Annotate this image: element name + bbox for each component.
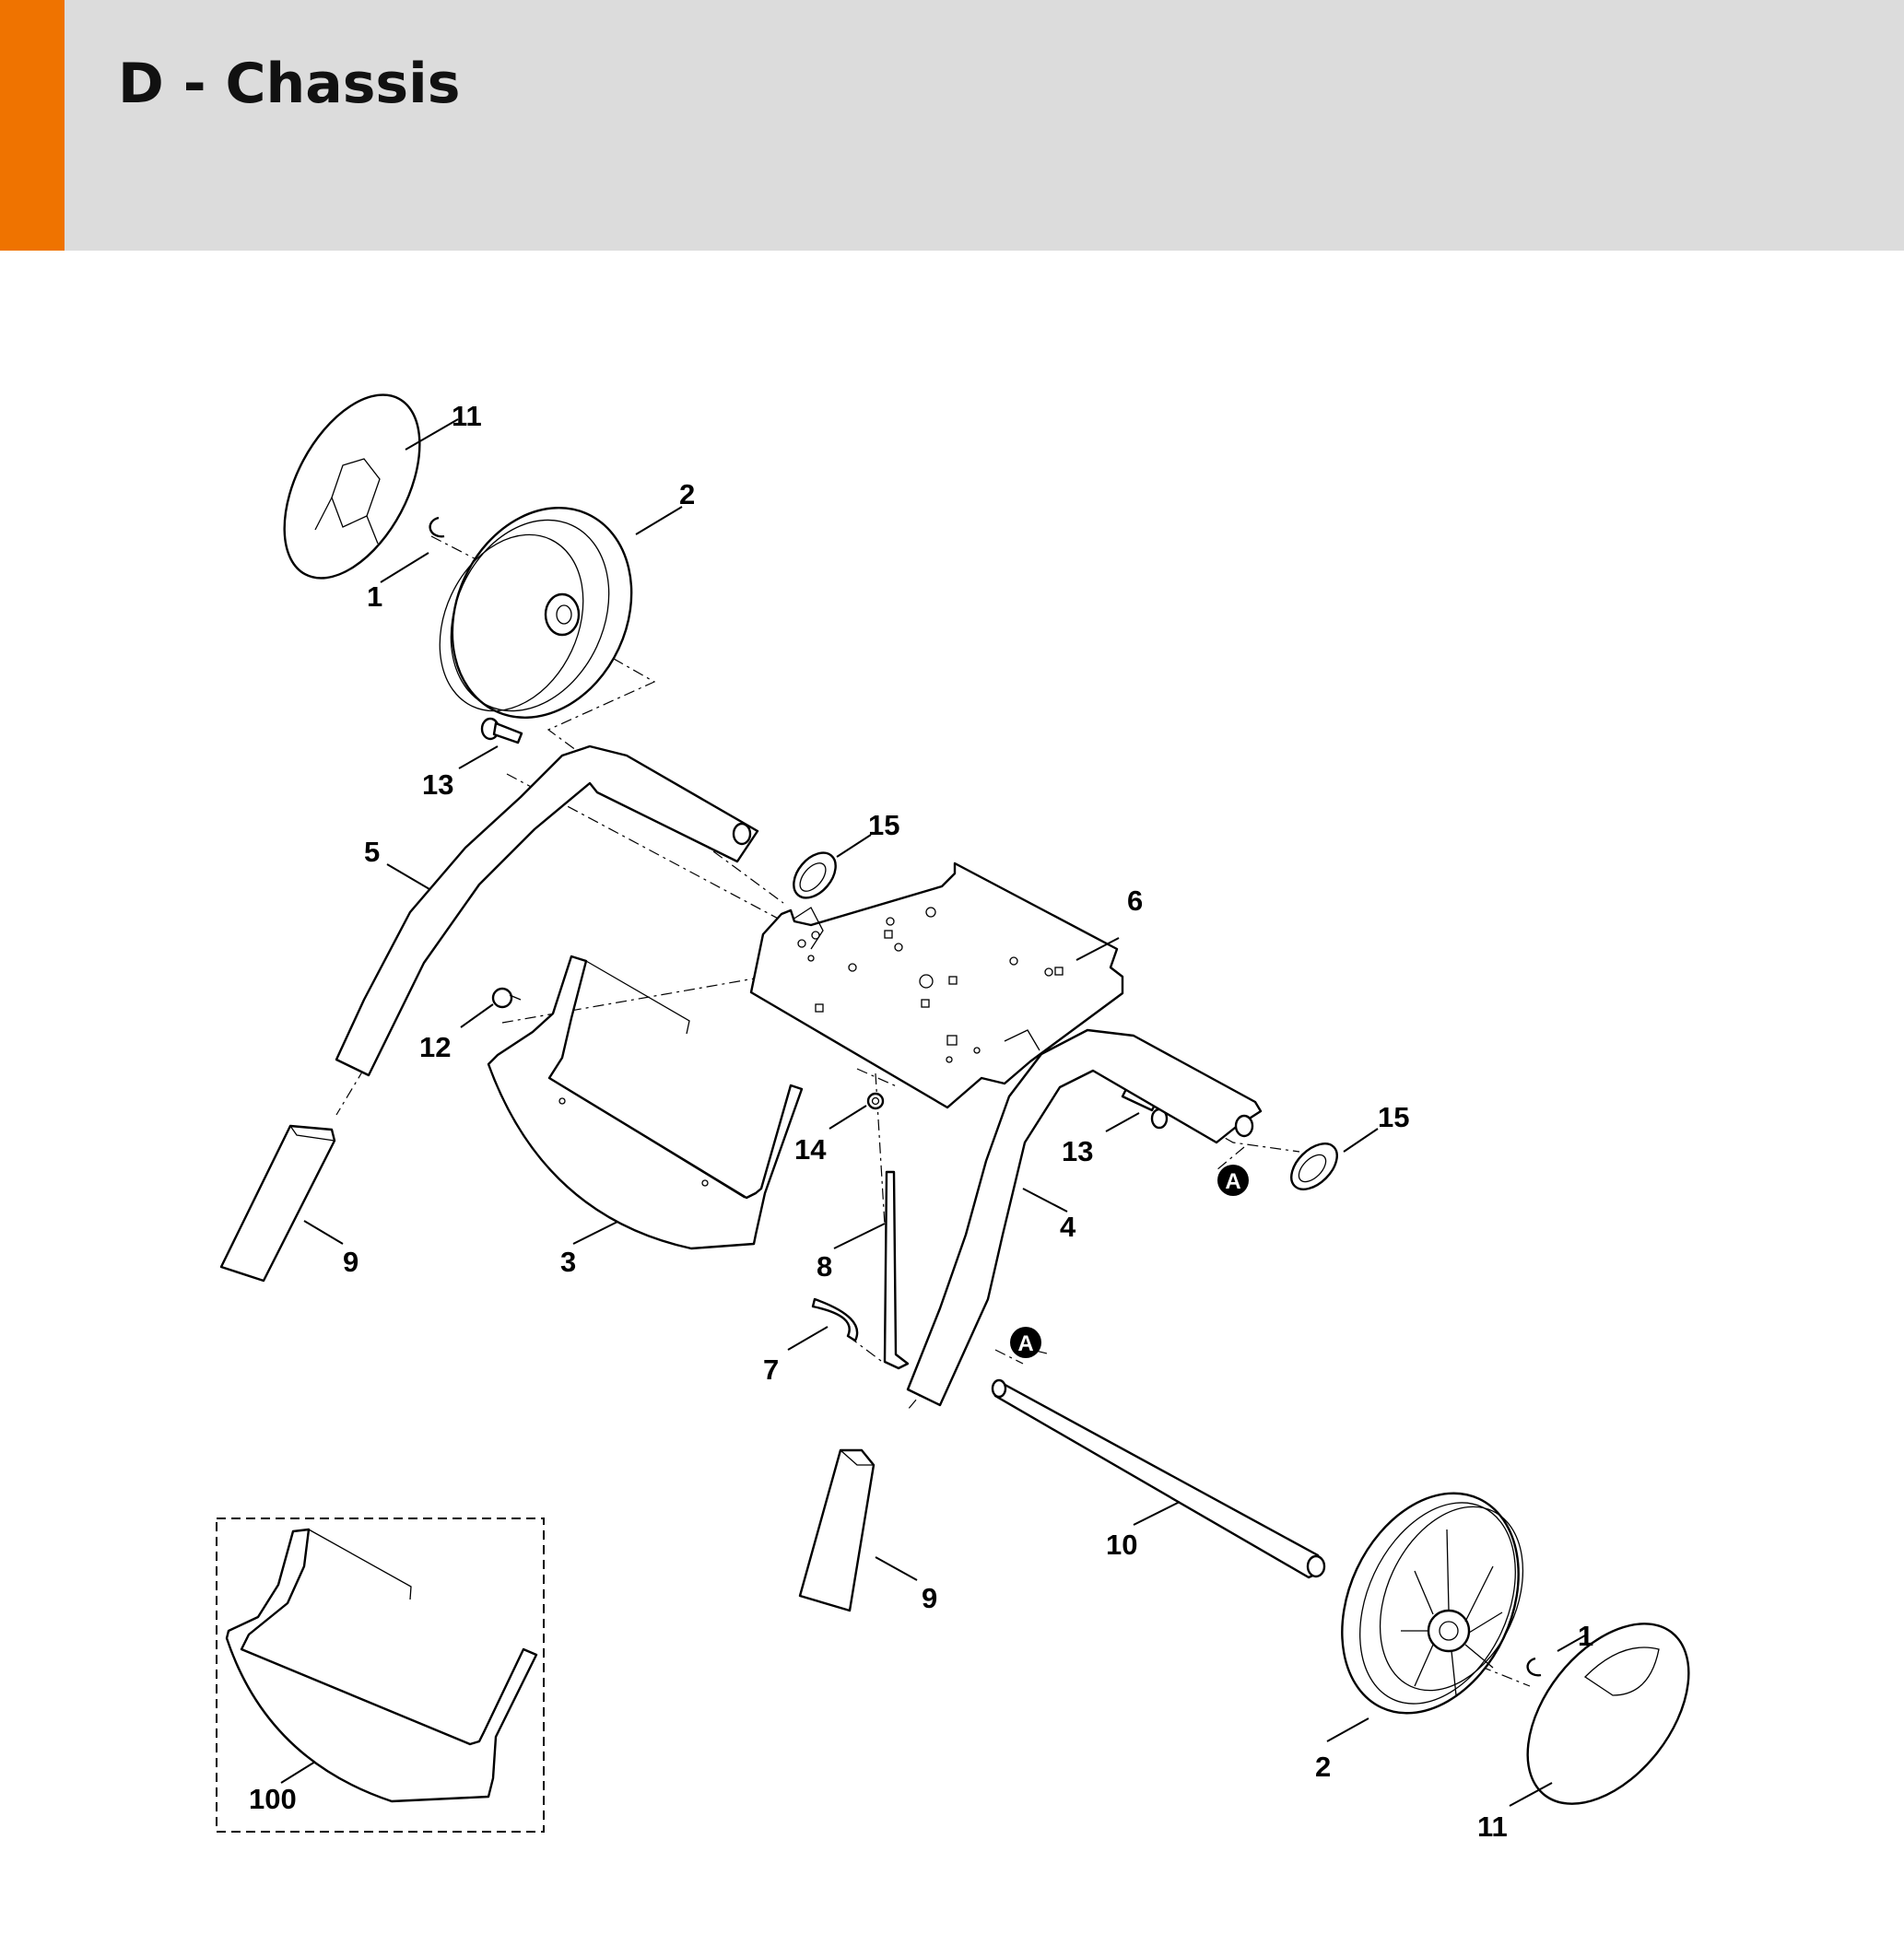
- callout-9-right: 9: [922, 1582, 937, 1614]
- callout-15-top: 15: [868, 809, 899, 841]
- callout-6: 6: [1127, 885, 1143, 917]
- part-5-left-frame-tube: [335, 744, 759, 1077]
- callout-5: 5: [364, 836, 380, 868]
- callout-13-right: 13: [1062, 1135, 1093, 1167]
- part-3-deflector-guard: [487, 955, 804, 1250]
- part-6-base-plate: [749, 861, 1124, 1109]
- svg-text:A: A: [1225, 1169, 1240, 1194]
- callout-15-right: 15: [1378, 1101, 1409, 1133]
- part-13-bolt-right: [1121, 1087, 1169, 1130]
- callout-3: 3: [560, 1246, 576, 1278]
- callout-7: 7: [763, 1353, 779, 1386]
- page-title: D - Chassis: [118, 52, 461, 116]
- part-9-foot-left: [219, 1124, 336, 1283]
- part-11-wheel-cap-bottom: [1526, 1623, 1690, 1805]
- part-100-alternative-deflector-guard: [225, 1528, 538, 1803]
- svg-text:A: A: [1017, 1331, 1033, 1356]
- part-8-support-rod: [883, 1170, 910, 1370]
- callout-1-top: 1: [367, 580, 382, 613]
- leader-lines: [280, 418, 1586, 1807]
- callout-14: 14: [794, 1133, 827, 1166]
- header-bar: D - Chassis: [0, 0, 1904, 251]
- callout-10: 10: [1106, 1529, 1137, 1561]
- part-11-wheel-cap-top: [283, 393, 421, 580]
- part-12-stud: [491, 987, 522, 1009]
- reference-marker-a-right: A: [1217, 1165, 1249, 1196]
- part-15-tube-cap-right: [1290, 1143, 1338, 1190]
- callout-numbers: 11 2 1 13 15 5 6 12 15 13 14 9 3 8 4 7 1…: [249, 400, 1593, 1843]
- callout-2-bottom: 2: [1315, 1751, 1331, 1783]
- part-2-wheel-bottom: [1341, 1492, 1524, 1715]
- callout-2-top: 2: [679, 478, 695, 510]
- part-13-bolt-top: [480, 717, 523, 744]
- alternative-part-inset-box: [216, 1518, 545, 1833]
- part-9-foot-right: [798, 1448, 876, 1612]
- callout-1-bottom: 1: [1578, 1620, 1593, 1652]
- part-14-nut: [866, 1092, 885, 1110]
- callout-9-left: 9: [343, 1246, 358, 1278]
- callout-12: 12: [419, 1031, 451, 1063]
- callout-100: 100: [249, 1783, 297, 1815]
- callout-8: 8: [817, 1250, 832, 1283]
- callout-11-bottom: 11: [1477, 1811, 1508, 1843]
- part-1-circlip-top: [429, 516, 445, 538]
- part-1-circlip-bottom: [1526, 1657, 1542, 1677]
- callout-4: 4: [1060, 1211, 1076, 1243]
- header-accent-stripe: [0, 0, 65, 251]
- part-7-spring-clip: [811, 1297, 859, 1342]
- callout-11-top: 11: [452, 400, 482, 432]
- part-10-axle: [991, 1378, 1326, 1579]
- part-2-wheel-top: [439, 507, 633, 719]
- callout-13-top: 13: [422, 768, 453, 801]
- part-15-tube-cap-top: [793, 851, 837, 899]
- reference-marker-a-axle: A: [1010, 1327, 1041, 1358]
- part-4-right-frame-tube: [906, 1028, 1263, 1407]
